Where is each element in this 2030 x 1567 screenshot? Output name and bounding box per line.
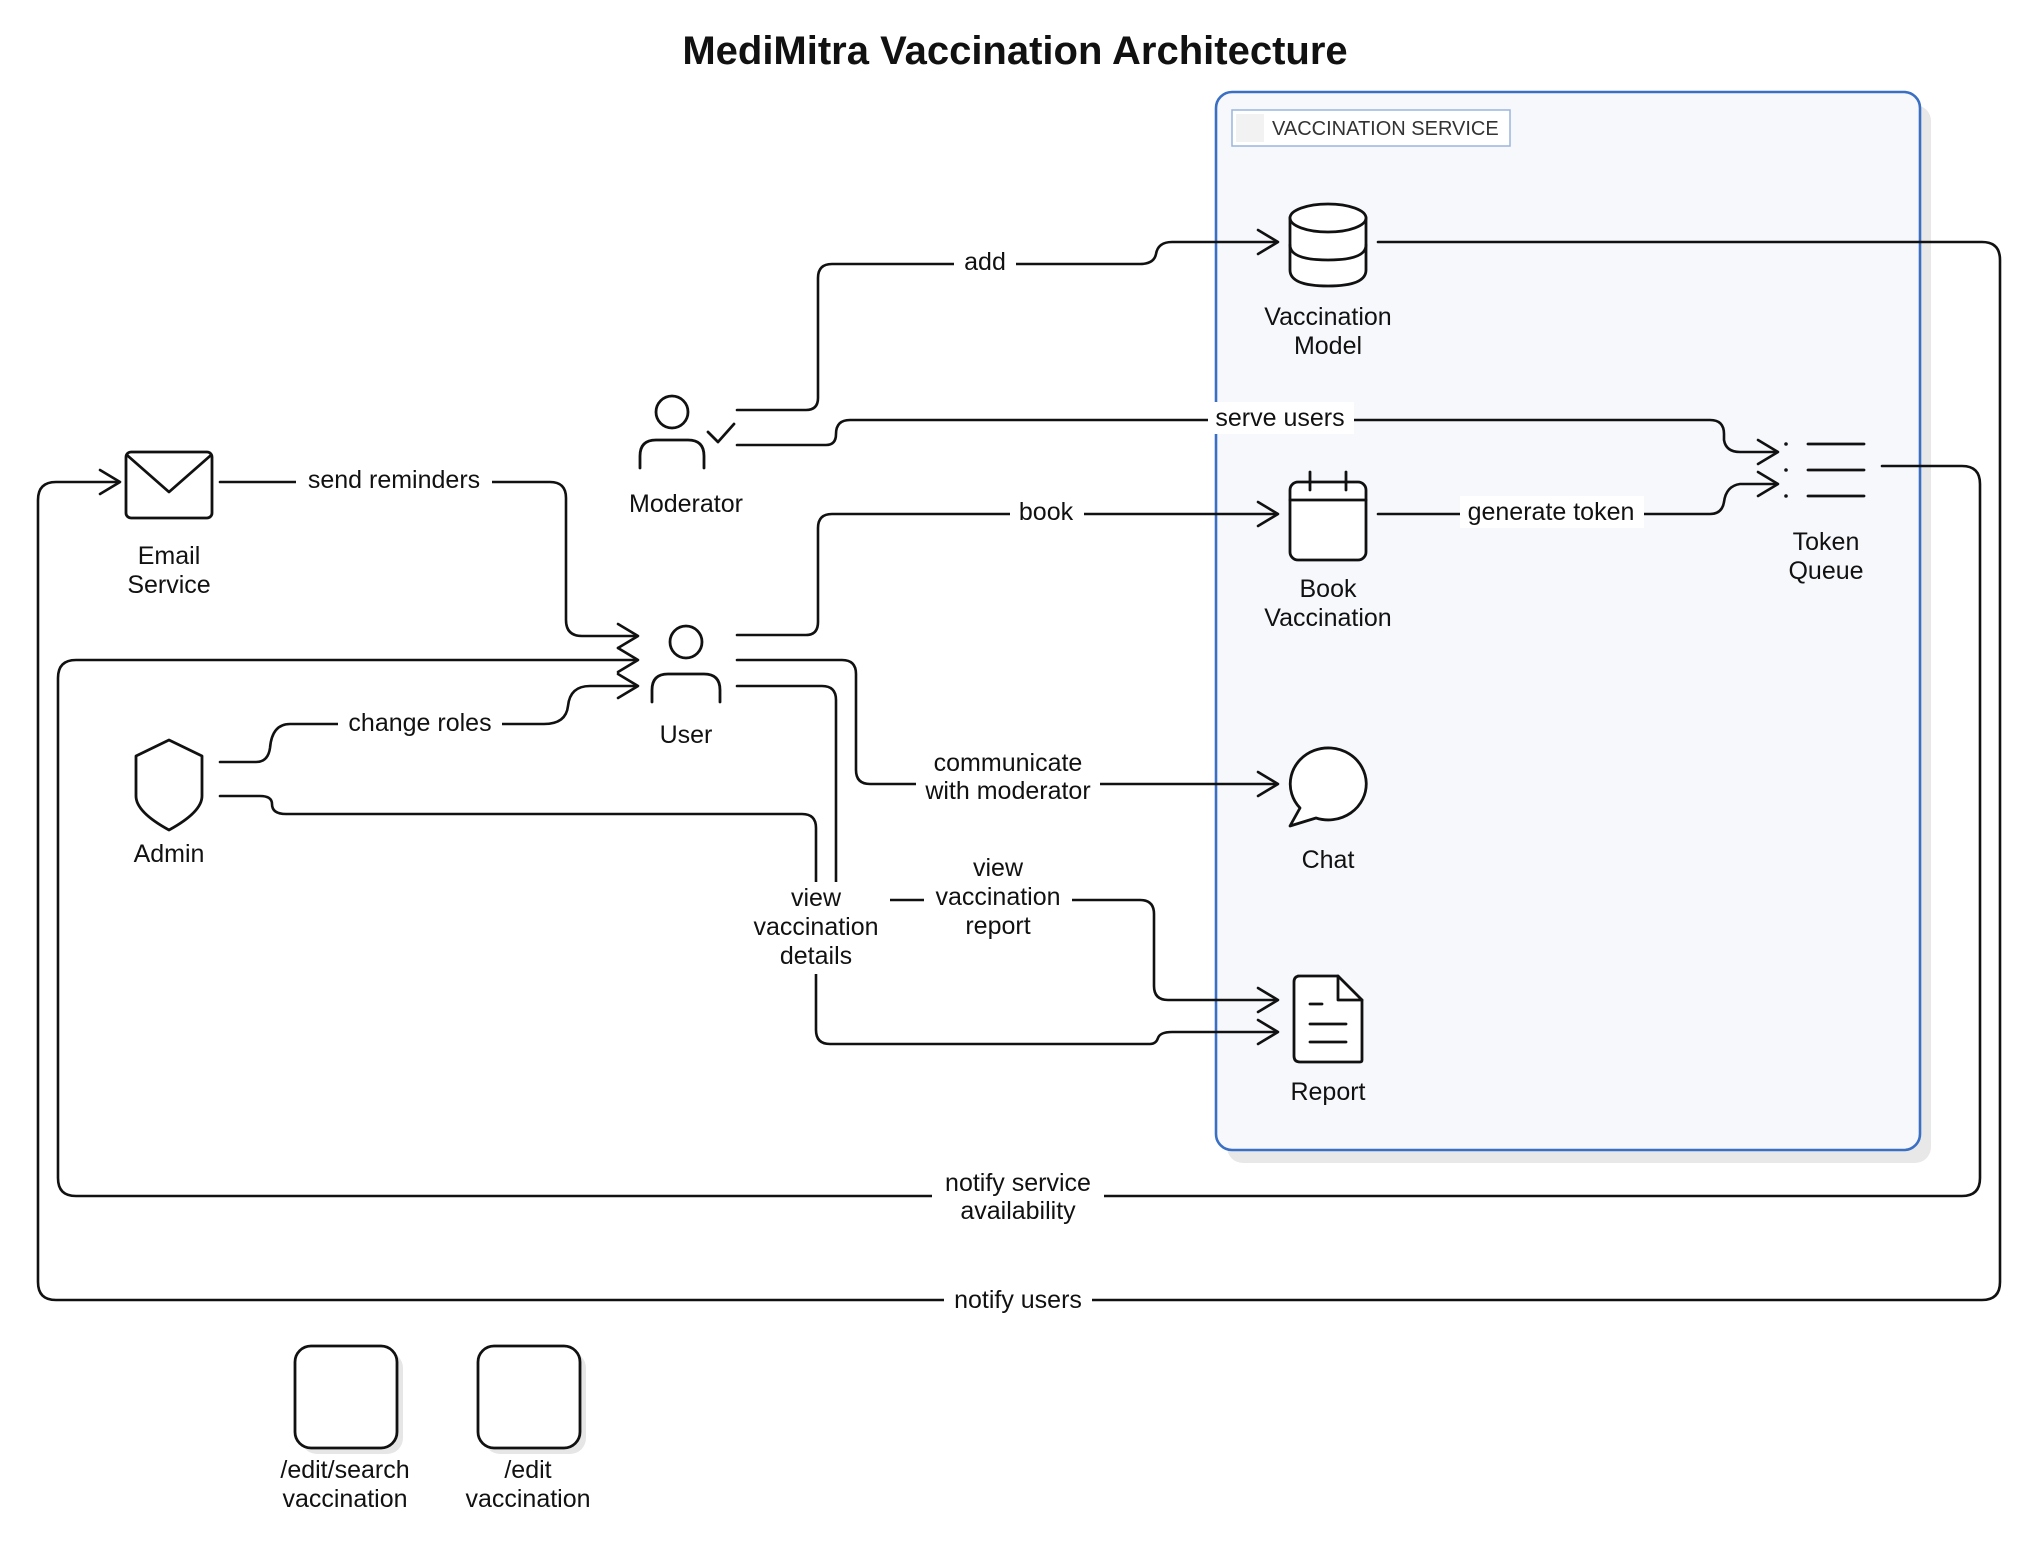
edge-label-view-details-line1: view [791,884,842,912]
envelope-icon [124,450,214,520]
node-vaccination-model-label-line1: Vaccination [1264,303,1391,331]
node-user-label-line1: User [660,721,713,749]
edge-label-serve-users: serve users [1208,402,1354,434]
edge-labels: add serve users book generate token send… [296,244,1644,1316]
arrowhead-view-details [1256,1018,1280,1046]
node-email-service[interactable]: Email Service [124,450,214,599]
edge-communicate [735,658,1278,786]
arrowhead-add [1256,228,1280,256]
arrowhead-view-report [1256,986,1280,1014]
node-admin-label-line1: Admin [134,840,205,868]
edge-label-view-details: view vaccination details [742,882,890,974]
arrowhead-serve-users [1756,438,1780,466]
edge-label-communicate-line2: with moderator [924,777,1090,805]
edge-label-change-roles-line1: change roles [348,709,491,737]
node-edit-label-line1: /edit [504,1456,551,1484]
edge-label-view-details-line3: details [780,942,852,970]
vaccination-service-group-box [1214,90,1922,1152]
document-icon [1292,974,1364,1064]
node-moderator-label-line1: Moderator [629,490,743,518]
node-chat[interactable]: Chat [1288,746,1368,874]
vaccination-service-group-label: VACCINATION SERVICE [1231,109,1511,147]
edge-label-notify-users-line1: notify users [954,1286,1082,1314]
node-vaccination-model-label-line2: Model [1294,332,1362,360]
node-book-vaccination-label-line1: Book [1300,575,1357,603]
node-admin[interactable]: Admin [134,738,205,868]
edge-label-view-report: view vaccination report [924,852,1072,944]
user-icon [650,624,722,704]
edge-label-add: add [954,244,1016,276]
edge-label-view-details-line2: vaccination [753,913,878,941]
edge-label-add-line1: add [964,248,1006,276]
node-email-service-label-line1: Email [138,542,201,570]
group-label-text: VACCINATION SERVICE [1272,118,1499,140]
node-edit-label-line2: vaccination [465,1485,590,1513]
calendar-icon [1288,470,1368,562]
edge-label-serve-users-line1: serve users [1215,404,1344,432]
arrowhead-change-roles [616,672,640,700]
edge-label-notify-availability-line1: notify service [945,1169,1091,1197]
edge-label-notify-availability-line2: availability [960,1197,1076,1225]
edge-label-communicate-line1: communicate [934,749,1083,777]
edge-label-book-line1: book [1019,498,1074,526]
arrowhead-communicate [1256,770,1280,798]
edge-add [735,240,1278,412]
node-report[interactable]: Report [1290,974,1366,1106]
node-edit[interactable]: /edit vaccination [465,1344,591,1513]
edge-serve-users [735,418,1778,454]
node-edit-search[interactable]: /edit/search vaccination [280,1344,410,1513]
arrowhead-send-reminders [616,622,640,650]
list-icon [1784,442,1866,498]
node-email-service-label-line2: Service [127,571,210,599]
node-token-queue-label-line1: Token [1793,528,1860,556]
edge-generate-token [1376,482,1778,516]
edge-label-change-roles: change roles [338,706,502,738]
rounded-square-icon [293,1344,403,1454]
edge-label-send-reminders-line1: send reminders [308,466,480,494]
arrowhead-book [1256,500,1280,528]
diagram-title: MediMitra Vaccination Architecture [682,29,1347,73]
rounded-square-icon [476,1344,586,1454]
arrowhead-generate-token [1756,470,1780,498]
database-icon [1288,202,1368,288]
node-report-label-line1: Report [1290,1078,1365,1106]
edge-label-view-report-line3: report [965,912,1030,940]
edge-label-view-report-line2: vaccination [935,883,1060,911]
user-check-icon [638,394,736,470]
shield-icon [134,738,204,832]
node-book-vaccination[interactable]: Book Vaccination [1264,470,1392,632]
edge-label-generate-token-line1: generate token [1468,498,1635,526]
edge-label-notify-availability: notify service availability [932,1166,1104,1228]
edge-label-communicate: communicate with moderator [916,746,1100,808]
node-token-queue-label-line2: Queue [1788,557,1863,585]
edge-label-view-report-line1: view [973,854,1024,882]
edge-send-reminders [218,480,638,638]
node-token-queue[interactable]: Token Queue [1784,442,1866,585]
node-user[interactable]: User [650,624,722,749]
node-edit-search-label-line2: vaccination [282,1485,407,1513]
edge-label-notify-users: notify users [944,1284,1092,1316]
node-chat-label-line1: Chat [1302,846,1355,874]
chat-bubble-icon [1288,746,1368,828]
edge-label-generate-token: generate token [1460,496,1644,528]
edge-label-book: book [1010,496,1084,528]
arrowhead-notify-availability [616,646,640,674]
arrowhead-notify-users [98,468,122,496]
node-book-vaccination-label-line2: Vaccination [1264,604,1391,632]
edge-label-send-reminders: send reminders [296,464,492,496]
edge-book [735,512,1278,637]
node-moderator[interactable]: Moderator [629,394,743,518]
node-vaccination-model[interactable]: Vaccination Model [1264,202,1392,360]
vaccination-service-group: VACCINATION SERVICE [1214,90,1931,1163]
node-edit-search-label-line1: /edit/search [280,1456,409,1484]
